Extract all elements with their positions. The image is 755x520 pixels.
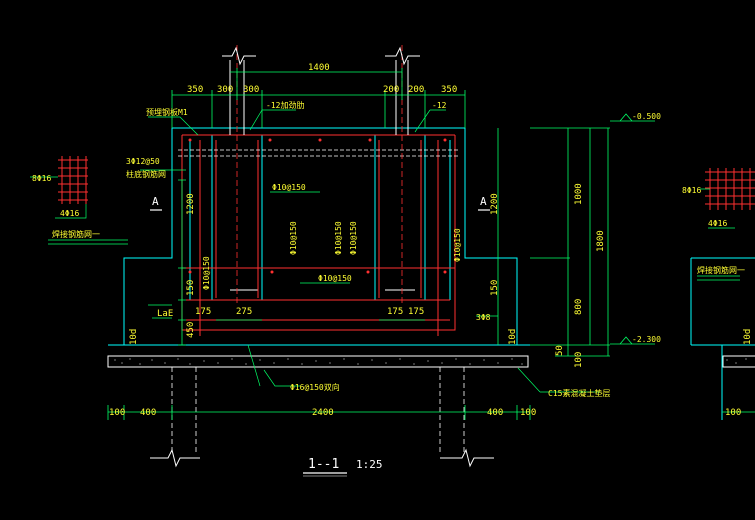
note-phi10-top: Φ10@150 bbox=[272, 183, 306, 192]
dim-175a: 175 bbox=[195, 307, 211, 317]
note-plate-12: -12 bbox=[432, 101, 447, 110]
dimension-lines bbox=[107, 68, 755, 420]
note-phi10-v1: Φ10@150 bbox=[289, 221, 298, 255]
dim-top-300a: 300 bbox=[217, 85, 233, 95]
rebar-cage bbox=[58, 134, 755, 336]
elevation-markers bbox=[619, 113, 633, 345]
note-3phi8: 3Φ8 bbox=[476, 313, 491, 322]
dim-1000: 1000 bbox=[574, 183, 584, 205]
dim-top-300b: 300 bbox=[243, 85, 259, 95]
elevation-bottom: -2.300 bbox=[632, 335, 661, 344]
column-breaklines bbox=[150, 46, 494, 468]
dim-bottom-400-left: 400 bbox=[140, 408, 156, 418]
dimension-text: 1400 350 300 300 200 200 350 100 400 240… bbox=[109, 63, 753, 418]
dim-bottom-100-left: 100 bbox=[109, 408, 125, 418]
dim-bottom-100-neighbor: 100 bbox=[725, 408, 741, 418]
anchor-label: LaE bbox=[157, 309, 173, 319]
dim-150-left: 150 bbox=[186, 280, 196, 296]
note-embedded-plate: 预埋钢板M1 bbox=[146, 107, 188, 117]
note-phi10-v4: Φ10@150 bbox=[453, 228, 462, 262]
dim-top-350-left: 350 bbox=[187, 85, 203, 95]
dim-top-350-right: 350 bbox=[441, 85, 457, 95]
section-mark-right: A bbox=[480, 195, 487, 208]
elevation-text: -0.500 -2.300 bbox=[632, 112, 661, 344]
dim-50: 50 bbox=[555, 345, 565, 356]
column-centerlines bbox=[236, 45, 403, 305]
dim-1200-left: 1200 bbox=[186, 193, 196, 215]
dim-top-200b: 200 bbox=[408, 85, 424, 95]
drawing-title: 1--1 1:25 bbox=[303, 457, 383, 477]
note-4phi16-right: 4Φ16 bbox=[708, 219, 727, 228]
dim-100-right: 100 bbox=[574, 352, 584, 368]
note-4phi16-left: 4Φ16 bbox=[60, 209, 79, 218]
note-phi10-v5: Φ10@150 bbox=[202, 256, 211, 290]
dim-10d-left: 10d bbox=[129, 329, 139, 345]
note-mesh-right: 焊接钢筋网一 bbox=[697, 265, 745, 275]
note-mesh-left: 焊接钢筋网一 bbox=[52, 229, 100, 239]
dim-bottom-400-right: 400 bbox=[487, 408, 503, 418]
note-8phi16-right: 8Φ16 bbox=[682, 186, 701, 195]
note-phi10-v2: Φ10@150 bbox=[334, 221, 343, 255]
section-mark-left: A bbox=[152, 195, 159, 208]
dim-bottom-total: 2400 bbox=[312, 408, 334, 418]
note-stiffener: -12加劲肋 bbox=[266, 100, 304, 110]
dim-top-total: 1400 bbox=[308, 63, 330, 73]
section-marks: A A bbox=[152, 195, 487, 208]
dim-800: 800 bbox=[574, 299, 584, 315]
dim-150-right: 150 bbox=[490, 280, 500, 296]
dim-bottom-100-right: 100 bbox=[520, 408, 536, 418]
note-phi10-v3: Φ10@150 bbox=[349, 221, 358, 255]
section-title: 1--1 bbox=[308, 457, 339, 472]
drawing-scale: 1:25 bbox=[356, 458, 383, 471]
dim-1200-right: 1200 bbox=[490, 193, 500, 215]
elevation-top: -0.500 bbox=[632, 112, 661, 121]
rebar-dots bbox=[188, 138, 447, 274]
note-3phi12: 3Φ12@50 bbox=[126, 157, 160, 166]
dim-175b: 175 bbox=[387, 307, 403, 317]
dim-275: 275 bbox=[236, 307, 252, 317]
note-phi16-150: Φ16@150双向 bbox=[290, 382, 340, 392]
note-blinding: C15素混凝土垫层 bbox=[548, 388, 610, 398]
dim-1800: 1800 bbox=[596, 230, 606, 252]
dim-450-left: 450 bbox=[186, 322, 196, 338]
dim-top-200a: 200 bbox=[383, 85, 399, 95]
note-8phi16-left: 8Φ16 bbox=[32, 174, 51, 183]
dim-175c: 175 bbox=[408, 307, 424, 317]
note-phi10-mid: Φ10@150 bbox=[318, 274, 352, 283]
annotation-text: 预埋钢板M1 -12加劲肋 -12 3Φ12@50 柱底钢筋网 8Φ16 4Φ1… bbox=[32, 100, 745, 398]
leaders bbox=[30, 109, 740, 393]
dim-10d-neighbor: 10d bbox=[743, 329, 753, 345]
note-anchor-mesh: 柱底钢筋网 bbox=[126, 169, 166, 179]
blinding-layer bbox=[107, 355, 755, 368]
dim-10d-right: 10d bbox=[508, 329, 518, 345]
